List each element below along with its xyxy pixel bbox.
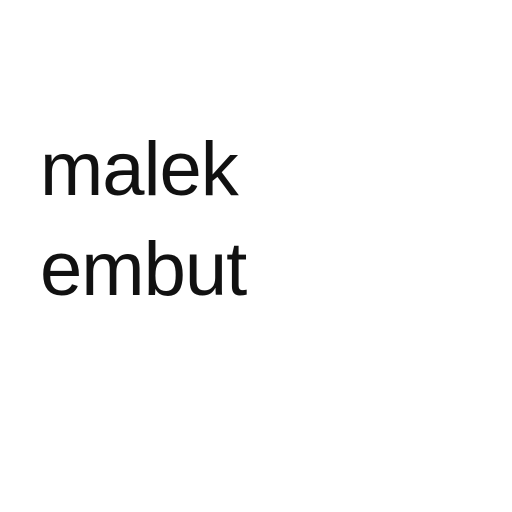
text-line-2: embut <box>40 227 247 312</box>
text-line-1: malek <box>40 127 239 212</box>
text-block: malek embut <box>40 120 247 320</box>
